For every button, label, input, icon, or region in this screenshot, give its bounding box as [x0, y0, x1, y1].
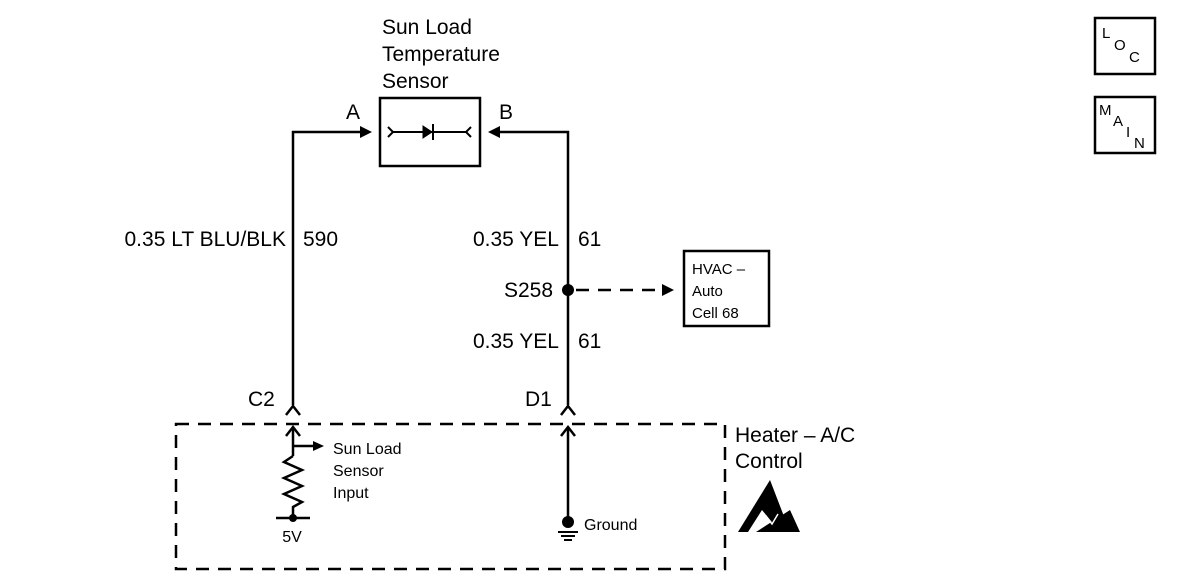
wire-left-circuit: 590: [303, 228, 338, 251]
photodiode-icon: [387, 124, 472, 140]
main-letter-i: I: [1126, 124, 1130, 141]
esd-warning-icon: [738, 480, 800, 532]
wire-right: [488, 126, 570, 405]
terminal-a-label: A: [346, 101, 360, 124]
ground-label: Ground: [584, 517, 637, 534]
splice-label: S258: [504, 279, 553, 302]
arrow-right-icon: [360, 126, 372, 138]
resistor-icon: [280, 454, 306, 518]
wire-left-color: 0.35 LT BLU/BLK: [125, 228, 287, 251]
wire-right-lower-color: 0.35 YEL: [473, 330, 559, 353]
connector-c2-inner-icon: [285, 424, 301, 437]
loc-letter-l: L: [1102, 25, 1110, 42]
arrow-left-icon: [488, 126, 500, 138]
wire-right-upper-circuit: 61: [578, 228, 601, 251]
loc-letter-c: C: [1129, 49, 1140, 66]
wire-right-lower-circuit: 61: [578, 330, 601, 353]
connector-d1-icon: [560, 403, 576, 416]
main-button[interactable]: M A I N: [1093, 95, 1157, 155]
module-title-line-2: Control: [735, 450, 803, 473]
hvac-ref-line-3: Cell 68: [692, 305, 739, 322]
supply-5v-label: 5V: [282, 529, 302, 546]
sensor-title-line-1: Sun Load: [382, 16, 472, 39]
main-letter-m: M: [1099, 102, 1112, 119]
ground-circuit: Ground: [558, 424, 637, 541]
wire-right-upper-color: 0.35 YEL: [473, 228, 559, 251]
connector-c2-label: C2: [248, 388, 275, 411]
terminal-b-label: B: [499, 101, 513, 124]
connector-d1-label: D1: [525, 388, 552, 411]
arrow-right-icon: [313, 441, 324, 451]
splice-dot: [562, 284, 574, 296]
hvac-reference-box[interactable]: HVAC – Auto Cell 68: [682, 249, 771, 328]
module-title-line-1: Heater – A/C: [735, 424, 855, 447]
connector-d1-inner-icon: [560, 424, 576, 437]
splice-s258: S258: [504, 279, 674, 302]
heater-ac-control-box: [174, 422, 727, 571]
sensor-input-line-3: Input: [333, 485, 369, 502]
sensor-title-line-3: Sensor: [382, 70, 449, 93]
sun-load-sensor: [378, 96, 482, 168]
hvac-ref-line-2: Auto: [692, 283, 723, 300]
wire-left: [291, 126, 372, 405]
loc-letter-o: O: [1114, 37, 1126, 54]
hvac-ref-line-1: HVAC –: [692, 261, 746, 278]
arrow-right-icon: [662, 284, 674, 296]
ground-icon: [558, 531, 578, 541]
loc-button[interactable]: L O C: [1093, 16, 1157, 76]
sensor-input-line-1: Sun Load: [333, 441, 402, 458]
sensor-input-line-2: Sensor: [333, 463, 384, 480]
main-letter-n: N: [1134, 135, 1145, 152]
main-letter-a: A: [1113, 113, 1123, 130]
sensor-title-line-2: Temperature: [382, 43, 500, 66]
sun-load-input-circuit: 5V Sun Load Sensor Input: [276, 424, 402, 546]
sensor-title: Sun Load Temperature Sensor: [382, 16, 500, 93]
connector-c2-icon: [285, 403, 301, 416]
sensor-box: [378, 96, 482, 168]
